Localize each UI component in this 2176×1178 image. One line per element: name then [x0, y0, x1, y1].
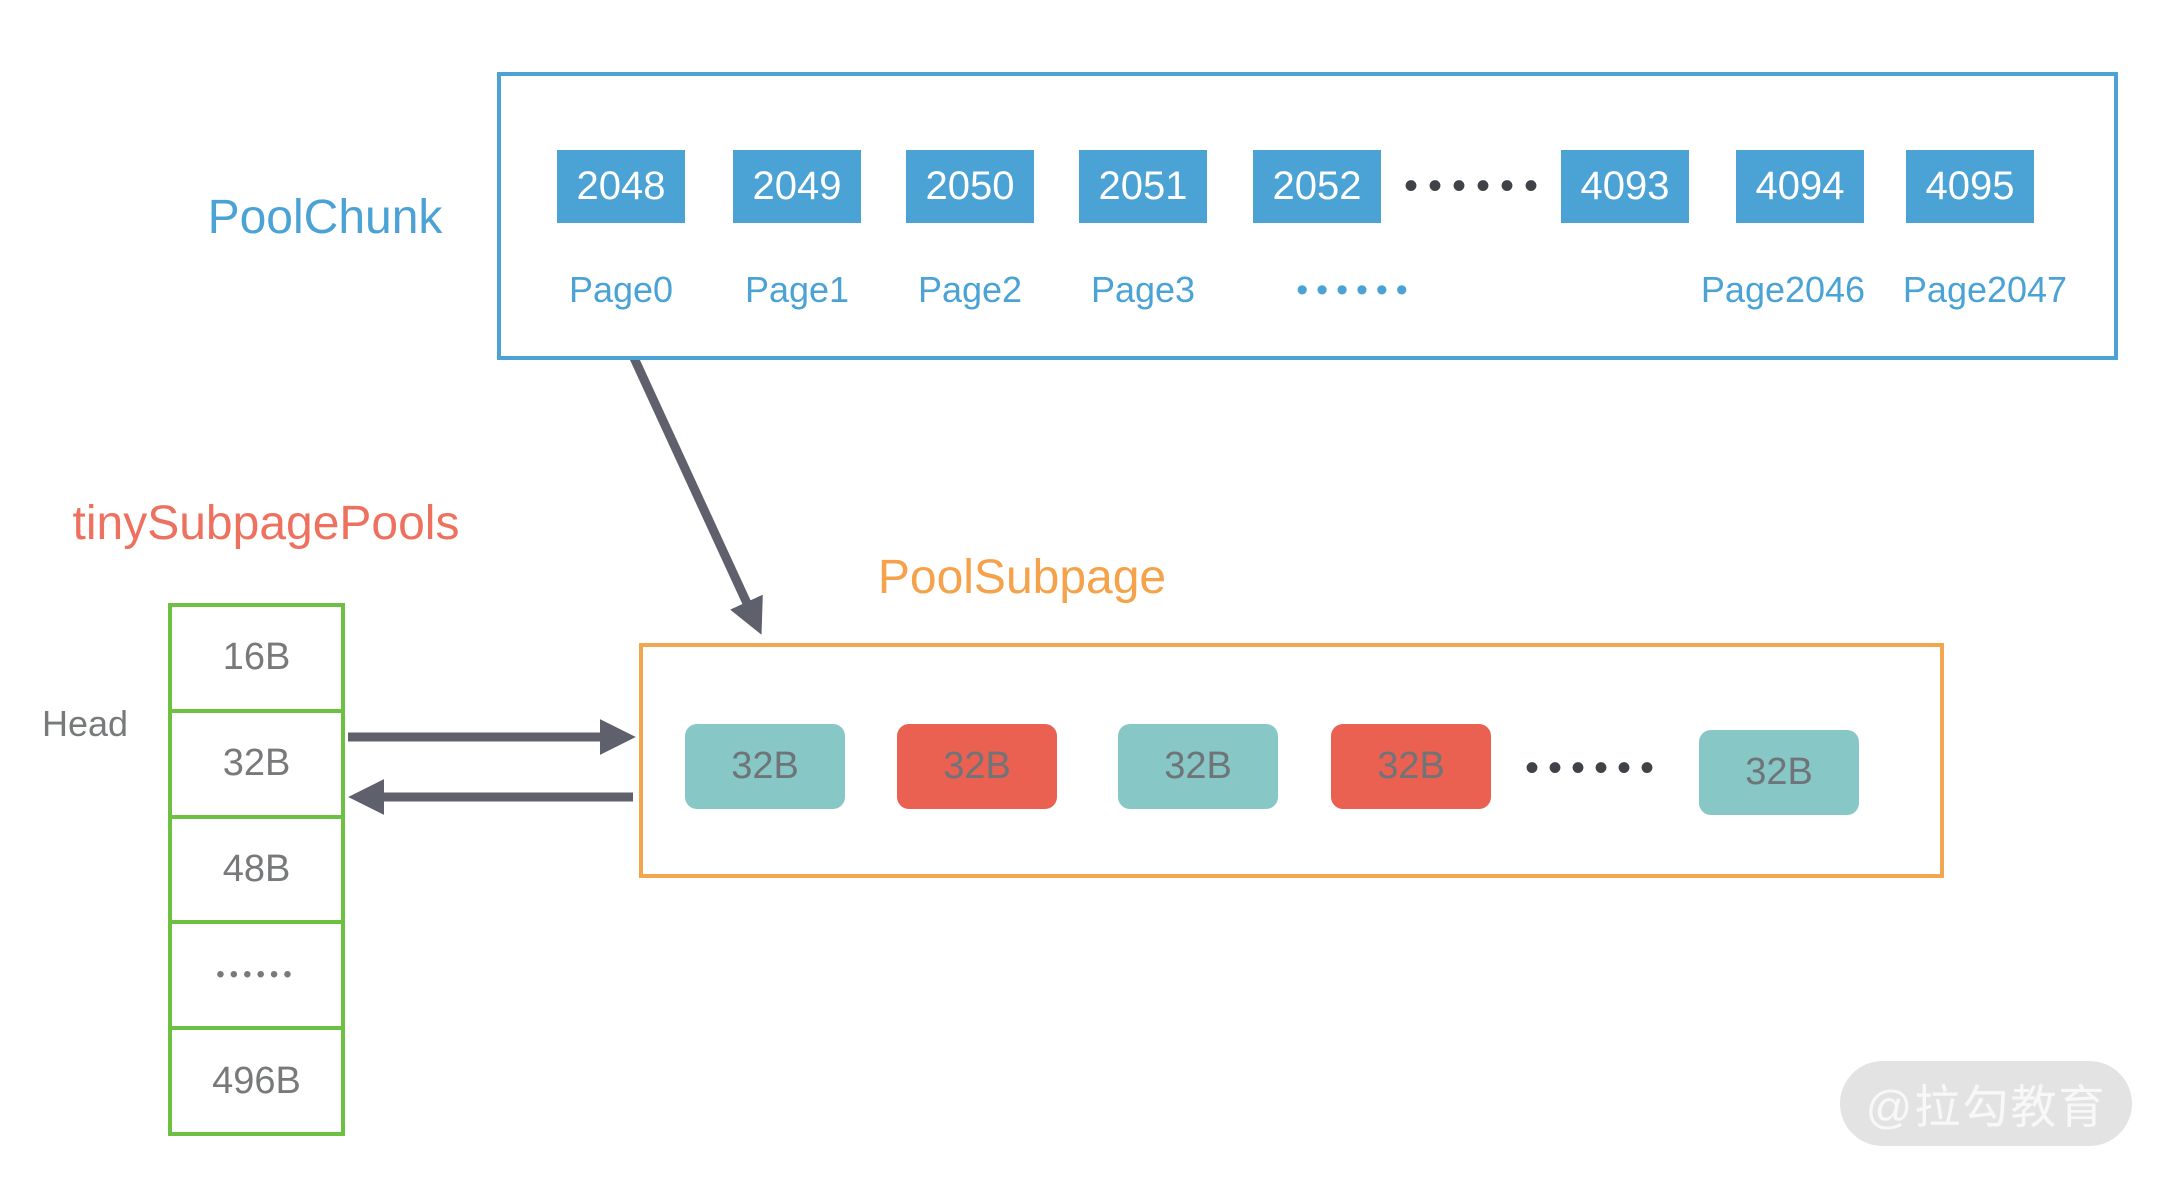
subpage-block-allocated: 32B	[1331, 724, 1491, 809]
size-cell: 32B	[172, 708, 341, 815]
page-number-box: 2051	[1079, 150, 1207, 223]
page-number-box: 2050	[906, 150, 1034, 223]
watermark-badge: @拉勾教育	[1840, 1061, 2132, 1146]
subpage-block-free: 32B	[1699, 730, 1859, 815]
size-cell: 48B	[172, 814, 341, 921]
page-label: Page2046	[1700, 269, 1866, 310]
page-label: Page2	[917, 269, 1023, 310]
head-label: Head	[41, 703, 129, 744]
poolsubpage-container: 32B 32B 32B 32B •••••• 32B	[639, 643, 1944, 878]
page-label: Page0	[568, 269, 674, 310]
watermark-text: @拉勾教育	[1865, 1080, 2107, 1133]
ellipsis-dots: ••••••	[1403, 163, 1549, 208]
page-number-box: 2048	[557, 150, 685, 223]
page-label: Page1	[744, 269, 850, 310]
ellipsis-dots: ••••••	[1296, 270, 1416, 309]
subpage-block-free: 32B	[685, 724, 845, 809]
tinysubpagepools-label: tinySubpagePools	[72, 497, 460, 550]
size-cell: 496B	[172, 1026, 341, 1132]
page-number-box: 2052	[1253, 150, 1381, 223]
page-number-box: 4094	[1736, 150, 1864, 223]
poolsubpage-label: PoolSubpage	[877, 551, 1167, 604]
page-label: Page2047	[1902, 269, 2068, 310]
size-cell-ellipsis: ••••••	[172, 920, 341, 1026]
page-label: Page3	[1090, 269, 1196, 310]
size-cell: 16B	[222, 636, 291, 679]
page-number-box: 2049	[733, 150, 861, 223]
arrow-page0-to-poolsubpage	[618, 332, 763, 635]
poolchunk-label: PoolChunk	[207, 191, 443, 244]
tiny-subpage-pools-table: 16B 32B 48B •••••• 496B	[168, 603, 345, 1136]
subpage-block-free: 32B	[1118, 724, 1278, 809]
page-number-box: 4095	[1906, 150, 2034, 223]
ellipsis-dots: ••••••	[1524, 745, 1664, 790]
poolchunk-container: 2048 2049 2050 2051 2052 •••••• 4093 409…	[497, 72, 2118, 360]
subpage-block-allocated: 32B	[897, 724, 1057, 809]
page-number-box: 4093	[1561, 150, 1689, 223]
